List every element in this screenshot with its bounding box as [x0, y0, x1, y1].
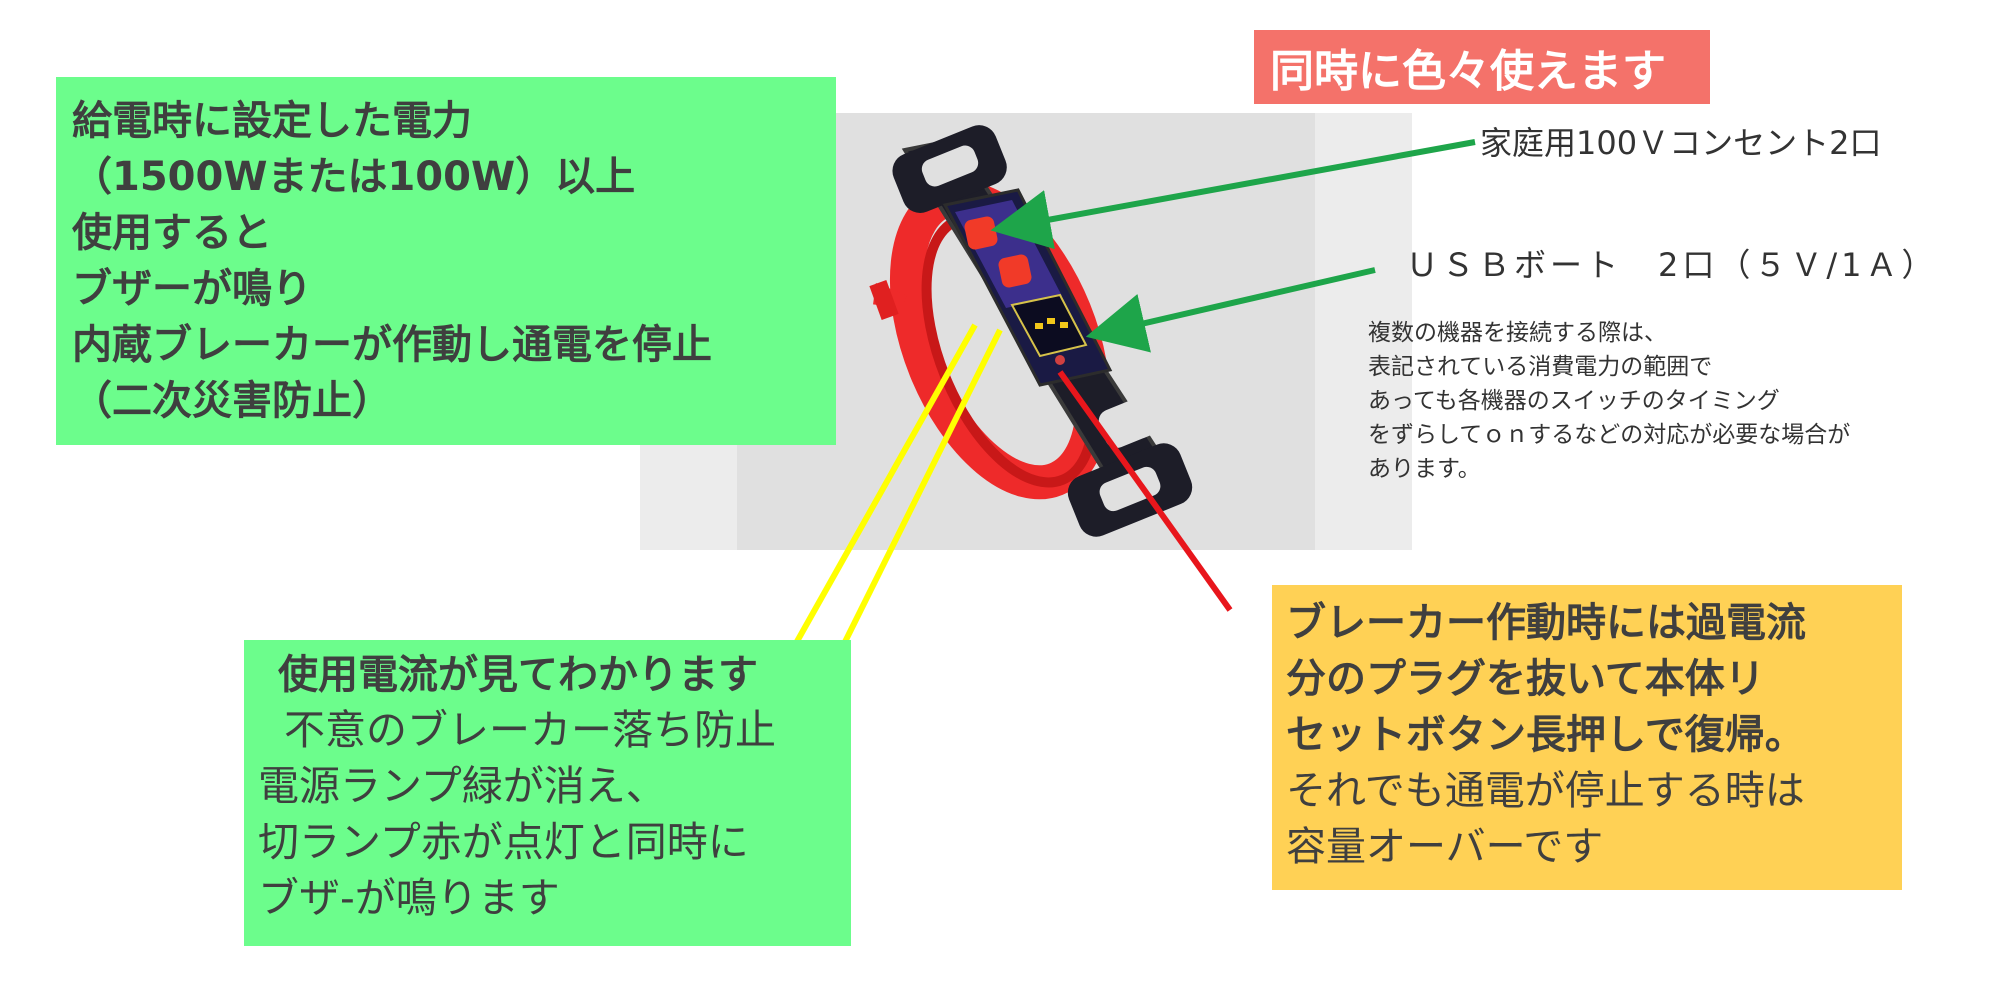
breaker-info-line: 内蔵ブレーカーが作動し通電を停止: [72, 322, 712, 368]
power-strip-reel: [869, 125, 1193, 537]
reset-info-line: それでも通電が停止する時は: [1286, 768, 1805, 814]
current-display-line: ブザ-が鳴ります: [258, 874, 560, 922]
arrow-reset: [1057, 370, 1233, 612]
breaker-info-line: 使用すると: [72, 210, 272, 256]
current-display-heading: 使用電流が見てわかります: [278, 652, 758, 698]
reset-info-bold-line: ブレーカー作動時には過電流: [1286, 600, 1806, 646]
usage-note-line: 表記されている消費電力の範囲で: [1368, 354, 1713, 380]
title-badge: 同時に色々使えます: [1254, 30, 1710, 104]
outlet-label: 家庭用100Ｖコンセント2口: [1480, 124, 1882, 162]
reset-info-line: 容量オーバーです: [1286, 824, 1604, 870]
breaker-info-line: （二次災害防止）: [72, 378, 392, 424]
plug-icon: [869, 280, 899, 320]
breaker-info-line: ブザーが鳴り: [72, 266, 312, 312]
current-display-line: 電源ランプ緑が消え、: [258, 762, 667, 810]
outlet-socket: [964, 216, 998, 250]
reset-info-bold-line: セットボタン長押しで復帰。: [1286, 712, 1805, 758]
reset-info-bold-line: 分のプラグを抜いて本体リ: [1286, 656, 1765, 702]
reset-info-box: ブレーカー作動時には過電流 分のプラグを抜いて本体リ セットボタン長押しで復帰。…: [1272, 585, 1902, 890]
breaker-info-line: 給電時に設定した電力: [72, 98, 472, 144]
usage-note: 複数の機器を接続する際は、 表記されている消費電力の範囲で あっても各機器のスイ…: [1368, 316, 1850, 486]
arrow-current-2: [829, 328, 1003, 670]
breaker-info-box: 給電時に設定した電力 （1500Wまたは100W）以上 使用すると ブザーが鳴り…: [56, 77, 836, 445]
usage-note-line: 複数の機器を接続する際は、: [1368, 320, 1667, 346]
usage-note-line: あります。: [1368, 456, 1481, 482]
current-display-line: 不意のブレーカー落ち防止: [284, 706, 776, 754]
arrow-outlet: [990, 139, 1476, 250]
arrow-usb: [1085, 267, 1376, 353]
usage-note-line: あっても各機器のスイッチのタイミング: [1368, 388, 1780, 414]
outlet-socket: [998, 254, 1032, 288]
arrow-current-1: [792, 323, 978, 647]
reset-button-icon: [1055, 355, 1065, 365]
current-display-box: 使用電流が見てわかります 不意のブレーカー落ち防止 電源ランプ緑が消え、 切ラン…: [244, 640, 851, 946]
current-display-line: 切ランプ赤が点灯と同時に: [258, 818, 749, 866]
breaker-info-line: （1500Wまたは100W）以上: [72, 154, 636, 200]
usage-note-line: をずらしてｏｎするなどの対応が必要な場合が: [1368, 422, 1851, 448]
usb-label: ＵＳＢボート 2口（５Ｖ/1Ａ）: [1406, 246, 1938, 284]
